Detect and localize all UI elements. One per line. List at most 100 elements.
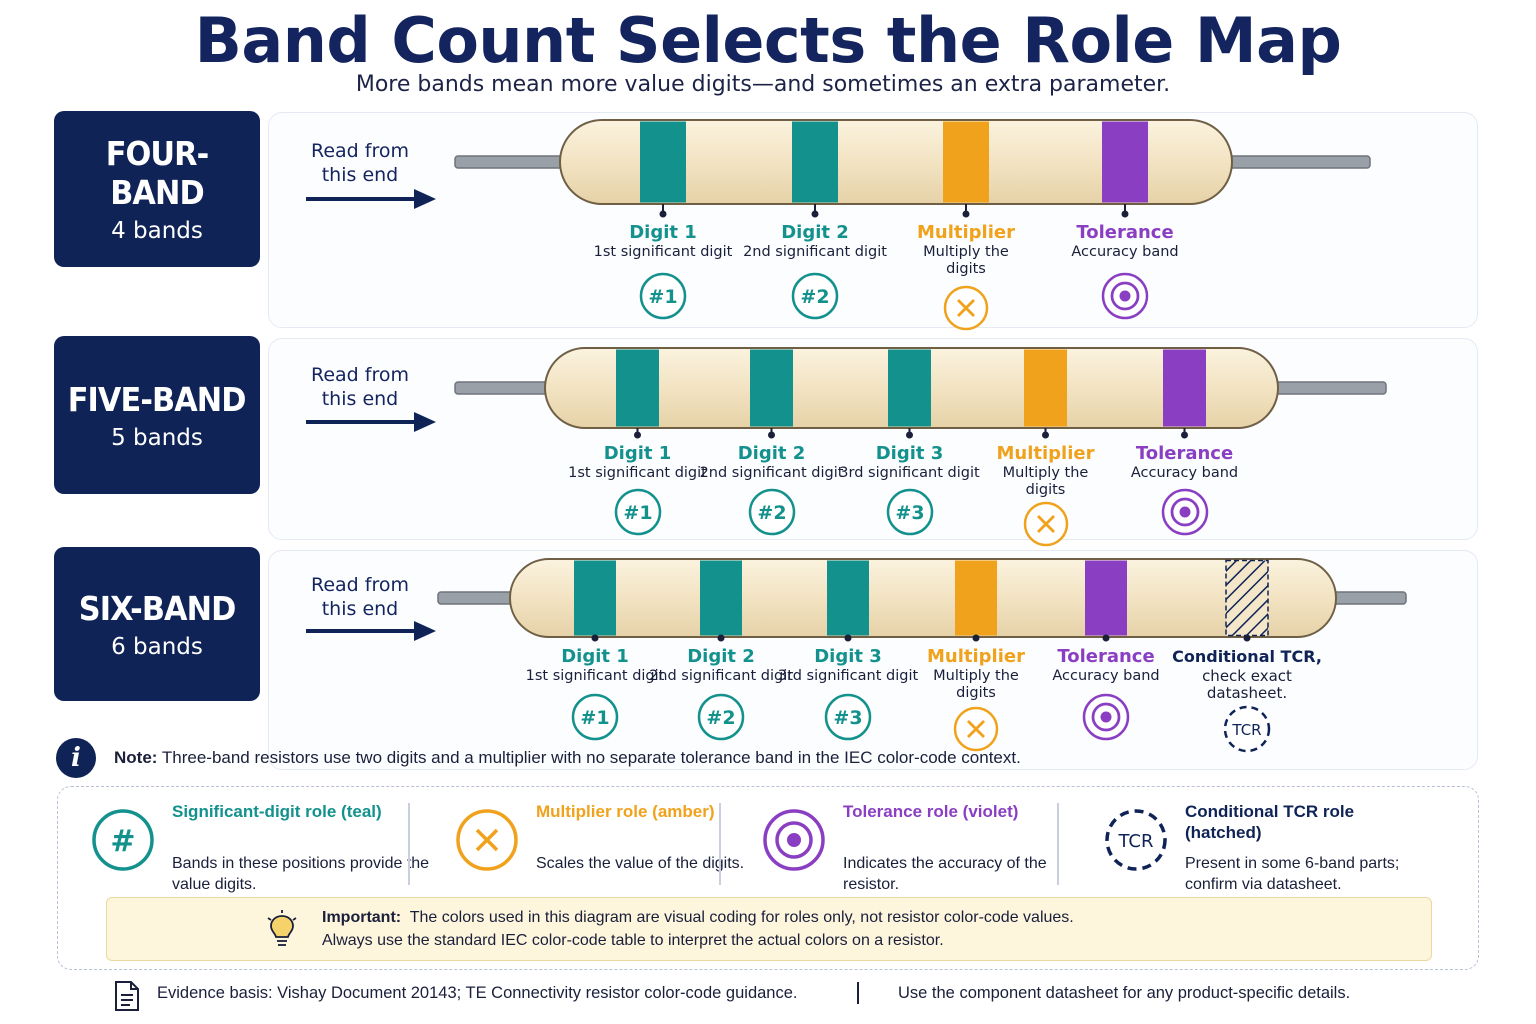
row-label-count: 6 bands [111,633,203,660]
role-legend: # Significant-digit role (teal) Bands in… [57,786,1479,970]
band-name: Digit 1 [629,222,697,243]
tcr-icon: TCR [1223,705,1271,753]
band-name: Digit 1 [603,443,672,464]
band-name: Digit 2 [737,443,806,464]
document-icon [115,981,139,1011]
row-label-title: SIX-BAND [78,588,237,628]
important-line-1: Important: The colors used in this diagr… [322,909,1074,927]
band-desc: 2nd significant digit [743,244,887,260]
band-name: Digit 2 [687,646,755,667]
band-desc: 1st significant digit [593,244,733,260]
lightbulb-icon [267,910,297,946]
row-label-count: 4 bands [111,218,203,244]
read-line-1: Read from [311,140,409,162]
target-icon [763,809,825,871]
legend-multiplier: Multiplier role (amber) Scales the value… [454,801,754,881]
five-band-panel [268,338,1478,540]
six-band-label: SIX-BAND 6 bands [54,547,260,701]
read-direction-text: Read from this end [296,573,424,621]
read-line-2: this end [321,598,399,620]
multiply-icon [943,285,989,331]
read-line-1: Read from [311,574,409,596]
note-label: Note: [114,748,158,767]
svg-text:#2: #2 [757,502,786,524]
arrow-right-icon [306,189,436,209]
multiply-icon [953,706,999,752]
note-body: Three-band resistors use two digits and … [161,748,1021,767]
band-name: Digit 3 [814,646,882,667]
svg-text:#: # [110,824,135,859]
important-text-1: The colors used in this diagram are visu… [409,909,1074,926]
band-desc: 2nd significant digit [699,465,844,481]
legend-desc: Bands in these positions provide the val… [172,855,430,893]
band-name: Tolerance [1057,646,1155,667]
read-direction-text: Read from this end [296,139,424,187]
important-label: Important: [322,909,402,926]
note-row: i Note: Three-band resistors use two dig… [56,738,1021,778]
read-direction-text: Read from this end [296,363,424,411]
band-name: Multiplier [996,443,1095,464]
footer: Evidence basis: Vishay Document 20143; T… [0,978,1536,1011]
digit-badge-icon: #2 [748,488,795,536]
svg-text:#1: #1 [623,502,652,524]
band-desc: 2nd significant digit [649,668,793,684]
multiply-icon [1023,501,1068,547]
svg-text:#1: #1 [648,286,677,308]
svg-text:TCR: TCR [1231,721,1261,739]
legend-tolerance: Tolerance role (violet) Indicates the ac… [761,801,1091,893]
digit-badge-icon: #3 [824,693,872,741]
footer-evidence: Evidence basis: Vishay Document 20143; T… [157,984,798,1002]
band-name: Digit 2 [781,222,849,243]
band-desc: Accuracy band [1052,668,1160,684]
band-name: Conditional TCR, [1172,647,1322,666]
read-line-1: Read from [311,364,409,386]
tcr-icon: TCR [1105,809,1167,871]
band-name: Multiplier [917,222,1015,243]
five-band-label: FIVE-BAND 5 bands [54,336,260,494]
footer-datasheet: Use the component datasheet for any prod… [898,984,1351,1002]
arrow-right-icon [306,621,436,641]
legend-digit: # Significant-digit role (teal) Bands in… [90,801,429,893]
row-label-title: FIVE-BAND [68,379,247,419]
band-desc: Accuracy band [1130,465,1239,481]
band-desc: 1st significant digit [525,668,665,684]
target-icon [1082,693,1130,741]
divider [1057,803,1059,885]
band-desc: Multiply the digits [1002,465,1089,498]
band-label: Conditional TCR,check exact datasheet. [1167,646,1327,702]
divider [408,803,410,885]
info-icon: i [56,738,96,778]
digit-badge-icon: #2 [791,272,839,320]
svg-text:#2: #2 [800,286,829,308]
digit-badge-icon: #1 [614,488,661,536]
footer-separator [857,982,859,1004]
arrow-right-icon [306,412,436,432]
svg-text:#3: #3 [833,707,862,729]
legend-title: Tolerance role (violet) [843,802,1019,821]
band-name: Tolerance [1135,443,1234,464]
band-desc: 3rd significant digit [839,465,980,481]
legend-desc: Present in some 6-band parts; confirm vi… [1185,855,1400,893]
digit-badge-icon: #1 [571,693,619,741]
legend-desc: Scales the value of the digits. [536,855,745,872]
band-desc: check exact datasheet. [1202,667,1292,702]
read-line-2: this end [321,388,399,410]
legend-title: Conditional TCR role (hatched) [1185,802,1355,842]
digit-badge-icon: #2 [697,693,745,741]
row-label-count: 5 bands [111,424,203,451]
svg-text:#3: #3 [895,502,924,524]
target-icon [1101,272,1149,320]
legend-desc: Indicates the accuracy of the resistor. [843,855,1047,893]
band-name: Digit 1 [561,646,629,667]
